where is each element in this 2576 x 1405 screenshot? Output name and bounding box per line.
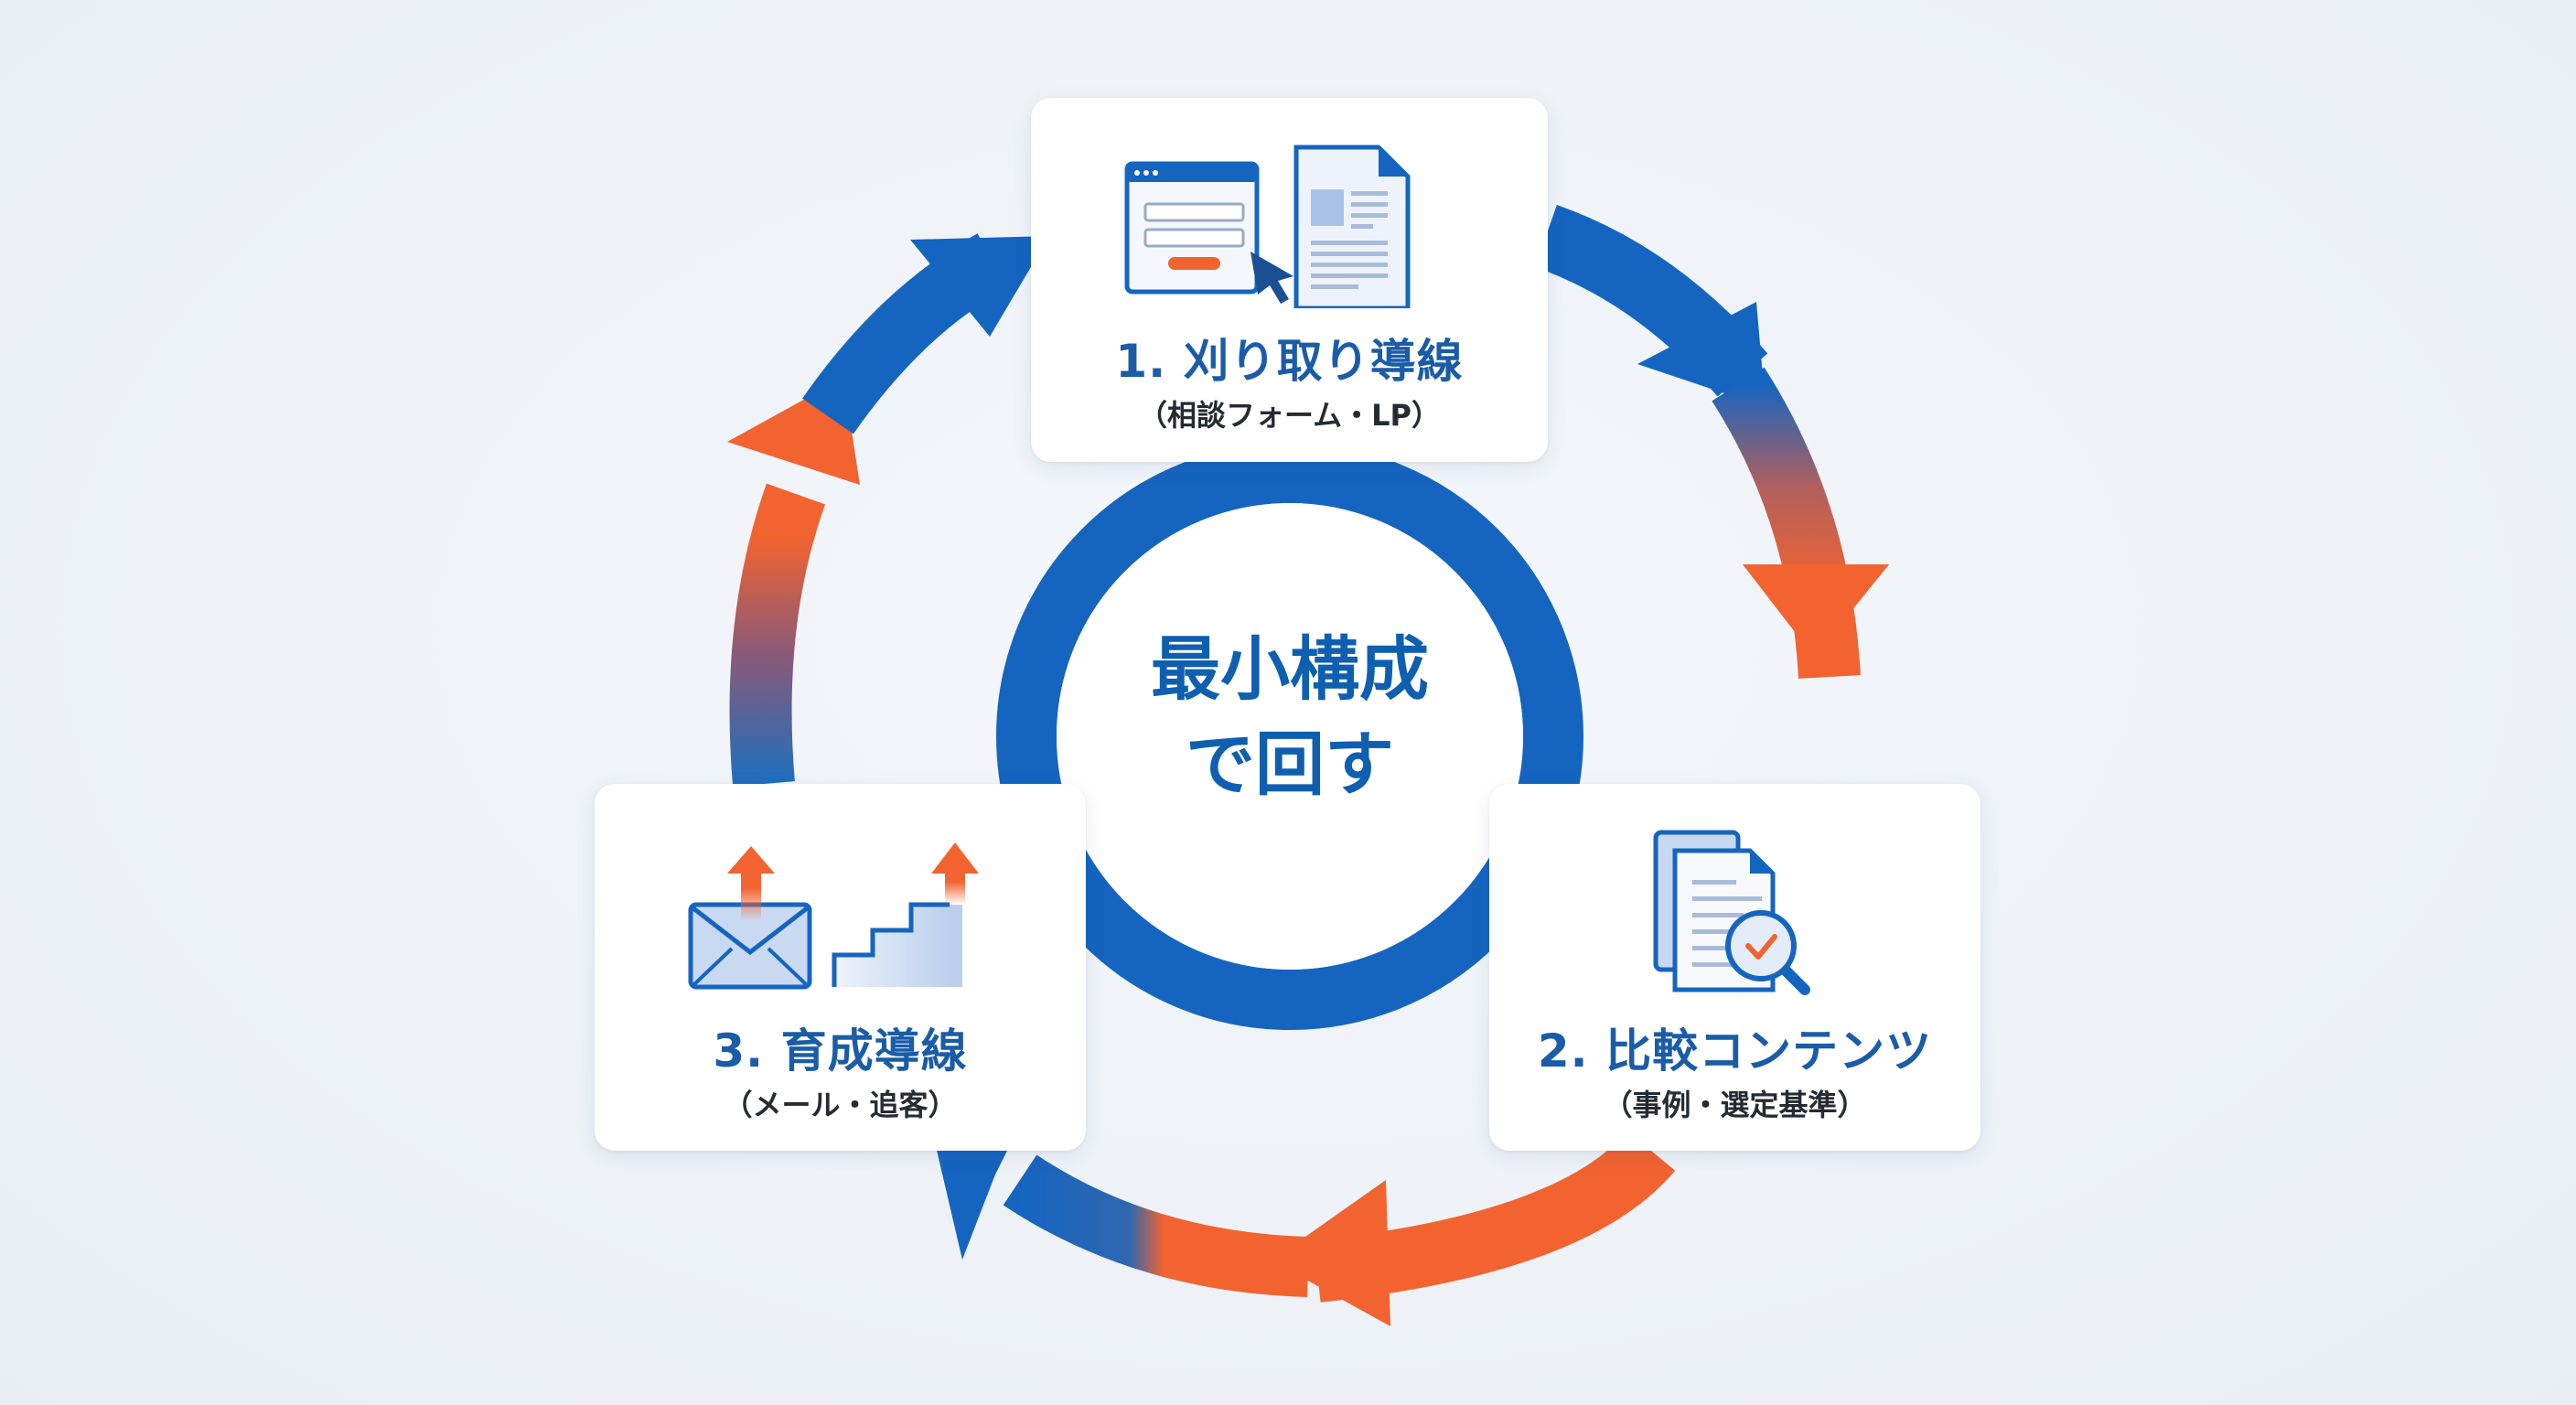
- step-2-icons: [1653, 830, 1810, 995]
- cursor-icon: [1250, 252, 1293, 304]
- arrowhead-bottom-orange-icon: [1272, 1180, 1390, 1326]
- step-3-number: 3.: [713, 1024, 765, 1078]
- step-1-subtitle: （相談フォーム・LP）: [1138, 398, 1441, 433]
- center-disc: [1057, 503, 1523, 970]
- step-2-title-text: 比較コンテンツ: [1605, 1024, 1933, 1078]
- step-1-icons: [1124, 145, 1411, 308]
- center-label: 最小構成 で回す: [1061, 622, 1519, 812]
- staircase-growth-icon: [832, 842, 979, 987]
- magnifier-check-icon: [1725, 910, 1810, 995]
- arrowhead-top-right-icon: [1637, 302, 1766, 407]
- step-1-number: 1.: [1115, 335, 1167, 388]
- step-2-subtitle: （事例・選定基準）: [1603, 1088, 1867, 1122]
- step-3-icons: [688, 842, 979, 990]
- step-3-title-text: 育成導線: [780, 1024, 968, 1078]
- arrowhead-right-tip: [1743, 564, 1889, 657]
- arrow-arc-bottom-left: [1003, 1154, 1309, 1297]
- arrowhead-top-left-icon: [910, 236, 1049, 337]
- arrow-arc-left: [729, 483, 826, 787]
- step-card-3: 3. 育成導線 （メール・追客）: [595, 784, 1086, 1151]
- center-ring: [996, 443, 1583, 1030]
- arrowhead-bottom-blue-icon-2: [933, 1134, 1015, 1260]
- center-label-line-1: 最小構成: [1151, 628, 1429, 710]
- center-label-line-2: で回す: [1186, 724, 1394, 805]
- step-card-1: 1. 刈り取り導線 （相談フォーム・LP）: [1031, 98, 1548, 462]
- step-3-title: 3. 育成導線: [595, 1014, 1086, 1080]
- step-card-2: 2. 比較コンテンツ （事例・選定基準）: [1489, 784, 1980, 1151]
- email-send-icon: [688, 846, 812, 990]
- step-3-subtitle: （メール・追客）: [723, 1088, 958, 1122]
- step-1-title-text: 刈り取り導線: [1183, 335, 1464, 388]
- step-2-number: 2.: [1537, 1024, 1589, 1078]
- step-1-title: 1. 刈り取り導線: [1031, 325, 1548, 391]
- step-2-title: 2. 比較コンテンツ: [1489, 1014, 1980, 1080]
- document-page-icon: [1293, 145, 1411, 308]
- web-form-icon: [1124, 161, 1260, 295]
